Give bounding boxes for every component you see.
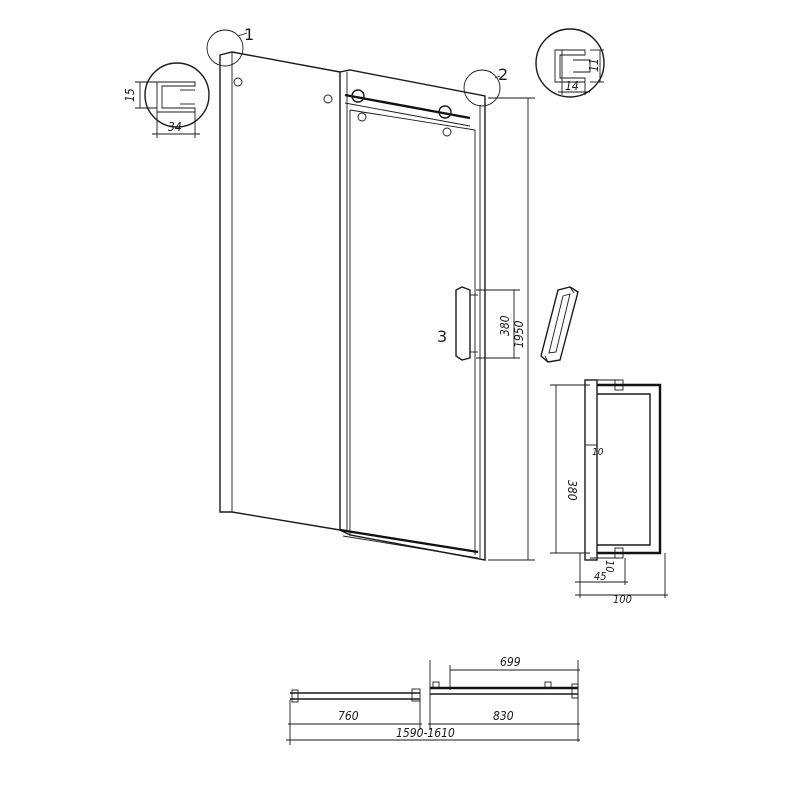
roller-bolt-right	[442, 127, 452, 137]
handle-depth-text: 100	[613, 593, 632, 606]
handle-bar-outer	[597, 383, 662, 555]
callout-2-label: 2	[498, 65, 508, 84]
front-elevation	[206, 29, 501, 561]
handle-offset-text: 45	[594, 570, 607, 583]
fixed-panel-hole-top	[233, 77, 243, 87]
callout-leader-1	[237, 32, 248, 37]
handle-3d-cap-top	[569, 286, 575, 294]
handle-diameter-text: 10	[592, 447, 604, 458]
handle-length-text: 380	[565, 480, 579, 501]
roller-right	[438, 105, 452, 119]
detail-2-circle	[535, 28, 605, 98]
top-rail	[344, 93, 471, 120]
handle-detail	[550, 379, 668, 598]
roller-left	[351, 89, 365, 103]
profile-2-width-text: 14	[565, 79, 579, 93]
callout-1-label: 1	[244, 25, 254, 44]
profile-1-shape	[156, 81, 196, 113]
profile-2-shape	[554, 49, 586, 83]
profile-detail-2	[535, 28, 605, 98]
plan-middle-post	[411, 688, 421, 702]
top-rail-lower	[344, 102, 471, 127]
detail-1-circle	[144, 62, 210, 128]
fixed-glass-panel	[219, 51, 341, 531]
plan-wall-profile-right	[571, 683, 579, 699]
plan-door-text: 830	[493, 709, 514, 723]
plan-opening-text: 699	[500, 655, 521, 669]
profile-2-height-text: 11	[587, 58, 601, 72]
profile-2-inner	[573, 59, 591, 73]
handle-perspective	[540, 286, 579, 363]
plan-view	[286, 660, 580, 745]
handle-3d-cap-bottom	[544, 355, 549, 363]
handle-3d-outer	[540, 286, 579, 363]
handle-3d-inner	[548, 293, 571, 354]
callout-circle-2	[463, 69, 501, 107]
callout-circle-1	[206, 29, 244, 67]
bottom-seal	[342, 535, 479, 559]
profile-1-width-text: 34	[168, 120, 182, 134]
handle-mount-plate	[584, 379, 598, 561]
height-380-text: 380	[498, 315, 512, 336]
plan-wall-profile-left	[291, 689, 299, 703]
plan-roller-left	[432, 681, 440, 689]
height-1950-text: 1950	[512, 320, 526, 348]
bottom-guide	[339, 528, 479, 554]
handle-standoff-text: 10	[603, 560, 616, 573]
fixed-panel-hole-right	[323, 94, 333, 104]
handle-bar-inner	[597, 393, 651, 546]
callout-3-label: 3	[437, 327, 447, 346]
plan-total-text: 1590-1610	[396, 726, 455, 740]
plan-fixed-text: 760	[338, 709, 359, 723]
profile-1-height-text: 15	[123, 88, 137, 102]
sliding-door-panel	[339, 69, 486, 561]
height-dimension	[476, 97, 535, 561]
callout-leader-2	[494, 75, 501, 79]
plan-roller-right	[544, 681, 552, 689]
roller-bolt-left	[357, 112, 367, 122]
door-handle	[455, 286, 471, 361]
profile-detail-1	[135, 62, 210, 138]
door-inner-top	[349, 109, 476, 131]
